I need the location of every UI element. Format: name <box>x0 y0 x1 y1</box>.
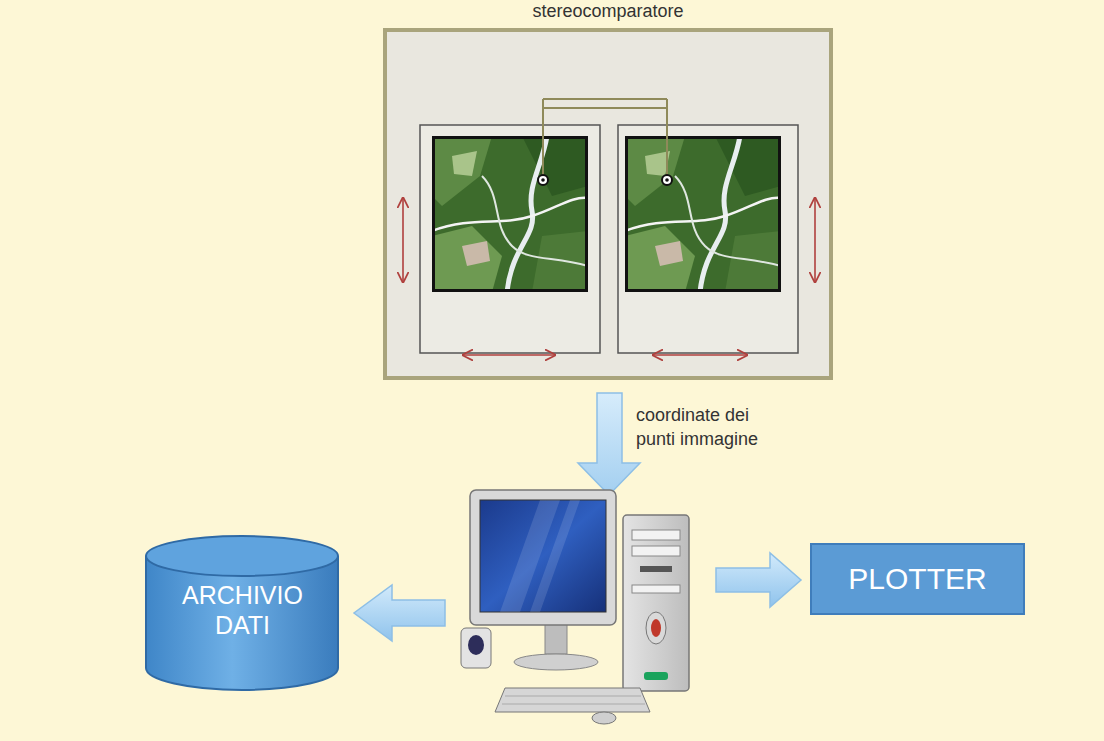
stereocomparator-illustration <box>387 32 829 376</box>
stereocomparator-panel: stereocomparatore <box>383 28 833 380</box>
plotter-box: PLOTTER <box>810 543 1025 615</box>
computer-icon <box>461 490 689 724</box>
arrow-caption: coordinate dei punti immagine <box>636 403 786 451</box>
node-label: ARCHIVIO DATI <box>171 580 314 640</box>
panel-heading: stereocomparatore <box>327 0 889 22</box>
flow-arrow <box>354 585 445 641</box>
flow-arrow <box>716 553 801 607</box>
archive-cylinder: ARCHIVIO DATI <box>144 534 341 693</box>
flow-arrow <box>578 393 640 495</box>
node-label: PLOTTER <box>838 562 996 596</box>
